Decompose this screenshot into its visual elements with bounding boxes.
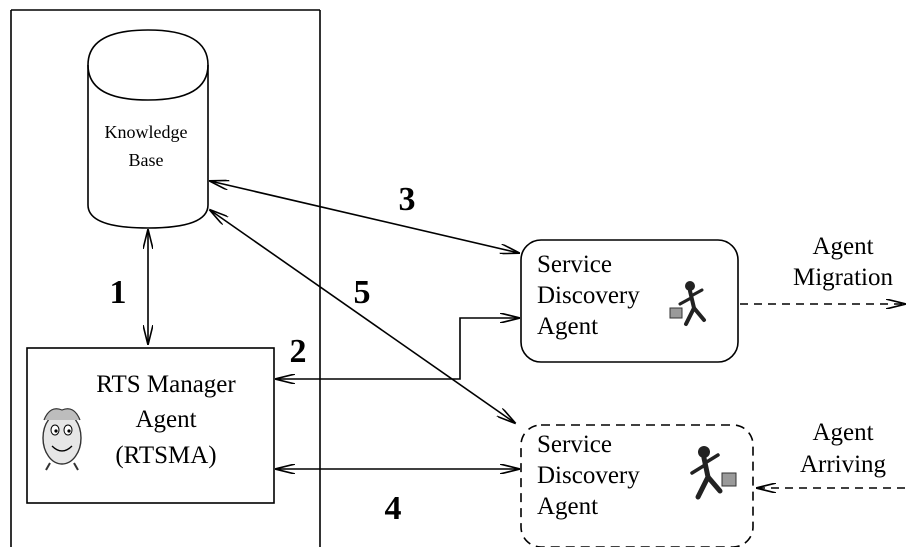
service-discovery-agent-box	[520, 239, 739, 363]
agent-migration-label-line1: Agent	[812, 233, 873, 260]
rtsma-box	[26, 347, 275, 504]
sda-top-label-line2: Discovery	[537, 282, 640, 309]
knowledge-base-label-line2: Base	[129, 150, 164, 170]
step-5-label: 5	[354, 274, 371, 311]
sda-bottom-label-line1: Service	[537, 431, 612, 458]
rtsma-label-line3: (RTSMA)	[115, 442, 216, 469]
sda-bottom-label-line2: Discovery	[537, 462, 640, 489]
knowledge-base-label-line1: Knowledge	[105, 122, 188, 142]
agent-arriving-label-line2: Arriving	[800, 451, 887, 478]
step-4-label: 4	[385, 490, 402, 527]
agent-migration-label-line2: Migration	[793, 264, 893, 291]
step-2-label: 2	[290, 333, 307, 370]
arrow-2-rtsma-sda	[276, 318, 519, 379]
sda-top-label-line3: Agent	[537, 313, 598, 340]
running-agent-icon	[690, 446, 737, 500]
running-agent-icon	[669, 281, 706, 326]
step-1-label: 1	[110, 274, 127, 311]
rtsma-label-line1: RTS Manager	[96, 371, 236, 398]
egg-mascot-icon	[42, 408, 82, 471]
step-3-label: 3	[399, 181, 416, 218]
sda-bottom-label-line3: Agent	[537, 493, 598, 520]
sda-top-label-line1: Service	[537, 251, 612, 278]
rtsma-label-line2: Agent	[135, 406, 196, 433]
knowledge-base-cylinder: Knowledge Base	[87, 29, 209, 229]
agent-arriving-label-line1: Agent	[812, 419, 873, 446]
arriving-service-discovery-agent-box	[520, 424, 754, 547]
